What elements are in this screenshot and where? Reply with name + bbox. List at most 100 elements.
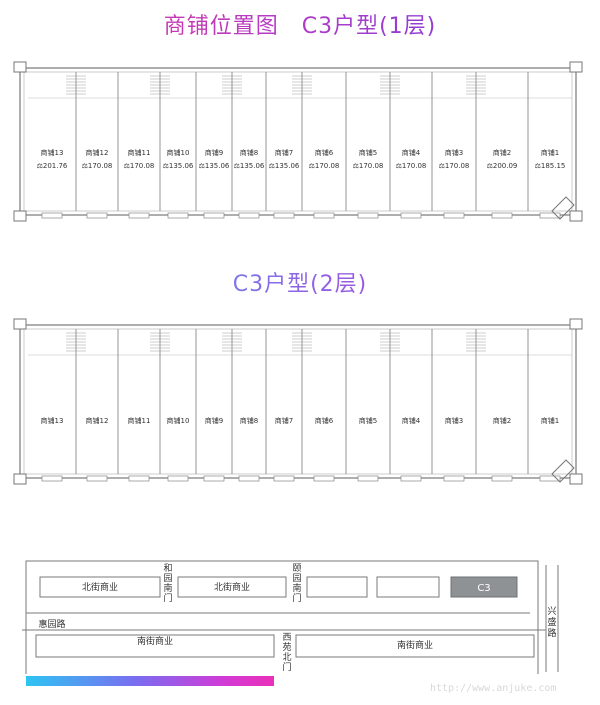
corner-entrance xyxy=(551,196,575,220)
xi-yuan-gate-2: 苑 xyxy=(282,641,291,653)
south-street-label-left: 南街商业 xyxy=(137,635,173,647)
shop-area: ⚖200.09 xyxy=(487,162,518,170)
staircase xyxy=(66,75,86,95)
shop-area: ⚖170.08 xyxy=(439,162,470,170)
corner-post xyxy=(569,61,583,73)
shop-door xyxy=(273,475,295,482)
shop-door xyxy=(238,475,260,482)
shop-label: 商铺13 xyxy=(41,148,64,157)
shop-door xyxy=(539,212,561,219)
shop-door xyxy=(86,212,108,219)
north-street-label-right: 北街商业 xyxy=(214,581,250,593)
xi-yuan-gate-1: 西 xyxy=(282,632,291,643)
yi-yuan-gate-4: 门 xyxy=(292,592,301,604)
corner-post xyxy=(13,473,27,485)
corner-post xyxy=(569,210,583,222)
floor1-plan: 商铺13⚖201.76商铺12⚖170.08商铺11⚖170.08商铺10⚖13… xyxy=(13,61,583,222)
xing-sheng-road-3: 路 xyxy=(547,627,556,639)
shop-label: 商铺8 xyxy=(240,148,258,157)
xing-sheng-road-1: 兴 xyxy=(547,606,556,617)
shop-label: 商铺6 xyxy=(315,416,334,425)
site-boundary xyxy=(25,560,539,674)
staircase xyxy=(150,332,170,352)
shop-area: ⚖170.08 xyxy=(309,162,340,170)
staircase xyxy=(466,332,486,352)
staircase xyxy=(222,332,242,352)
gradient-bar xyxy=(26,676,274,686)
shop-label: 商铺12 xyxy=(86,416,109,425)
shop-door xyxy=(203,475,225,482)
corner-post xyxy=(13,318,27,330)
xi-yuan-gate-4: 门 xyxy=(282,661,291,673)
he-yuan-gate-4: 门 xyxy=(163,592,172,604)
shop-area: ⚖185.15 xyxy=(535,162,566,170)
shop-door xyxy=(86,475,108,482)
corner-entrance xyxy=(551,459,575,483)
shop-door xyxy=(491,475,513,482)
shop-label: 商铺13 xyxy=(41,416,64,425)
shop-door xyxy=(238,212,260,219)
staircase xyxy=(150,75,170,95)
shop-area: ⚖135.06 xyxy=(163,162,194,170)
shop-door xyxy=(203,212,225,219)
shop-label: 商铺12 xyxy=(86,148,109,157)
staircase xyxy=(380,75,400,95)
shop-door xyxy=(357,475,379,482)
shop-area: ⚖201.76 xyxy=(37,162,68,170)
staircase xyxy=(292,332,312,352)
xi-yuan-gate-3: 北 xyxy=(282,652,291,663)
staircase xyxy=(466,75,486,95)
he-yuan-gate-3: 南 xyxy=(163,582,172,594)
shop-door xyxy=(357,212,379,219)
shop-label: 商铺8 xyxy=(240,416,258,425)
south-block-right xyxy=(295,634,535,658)
shop-label: 商铺11 xyxy=(128,416,151,425)
corner-post xyxy=(13,210,27,222)
corner-post xyxy=(13,61,27,73)
watermark: http://www.anjuke.com xyxy=(430,683,557,694)
shop-area: ⚖170.08 xyxy=(82,162,113,170)
shop-label: 商铺3 xyxy=(445,416,463,425)
north-block-left xyxy=(39,576,161,598)
shop-door xyxy=(41,475,63,482)
south-street-label-right: 南街商业 xyxy=(397,639,433,651)
shop-area: ⚖170.08 xyxy=(396,162,427,170)
corner-post xyxy=(569,318,583,330)
shop-label: 商铺5 xyxy=(359,416,377,425)
shop-label: 商铺7 xyxy=(275,148,293,157)
outer-wall xyxy=(19,67,577,216)
shop-label: 商铺7 xyxy=(275,416,293,425)
site-plan xyxy=(22,560,559,674)
shop-label: 商铺2 xyxy=(493,148,511,157)
shop-label: 商铺10 xyxy=(167,416,190,425)
shop-label: 商铺6 xyxy=(315,148,334,157)
staircase xyxy=(66,332,86,352)
shop-area: ⚖135.06 xyxy=(199,162,230,170)
south-block-left xyxy=(35,634,275,658)
xing-sheng-road-2: 盛 xyxy=(547,616,556,628)
floor1-title: 商铺位置图 C3户型(1层) xyxy=(0,8,600,40)
shop-label: 商铺9 xyxy=(205,148,223,157)
shop-door xyxy=(167,212,189,219)
c3-block-b xyxy=(376,576,440,598)
shop-door xyxy=(128,475,150,482)
shop-door xyxy=(313,212,335,219)
shop-door xyxy=(400,212,422,219)
shop-door xyxy=(313,475,335,482)
yi-yuan-gate-3: 南 xyxy=(292,582,301,594)
shop-area: ⚖170.08 xyxy=(124,162,155,170)
c3-block-highlight xyxy=(450,576,518,598)
shop-door xyxy=(443,212,465,219)
shop-door xyxy=(539,475,561,482)
shop-door xyxy=(41,212,63,219)
shop-door xyxy=(400,475,422,482)
site-labels: 北街商业 北街商业 C3 南街商业 南街商业 惠园路 和 园 南 门 颐 园 南… xyxy=(38,563,556,673)
shop-label: 商铺9 xyxy=(205,416,223,425)
outer-wall xyxy=(19,324,577,479)
north-street-label-left: 北街商业 xyxy=(82,581,118,593)
shop-label: 商铺1 xyxy=(541,148,559,157)
yi-yuan-gate-1: 颐 xyxy=(292,563,301,574)
shop-door xyxy=(167,475,189,482)
he-yuan-gate-1: 和 xyxy=(163,563,172,574)
